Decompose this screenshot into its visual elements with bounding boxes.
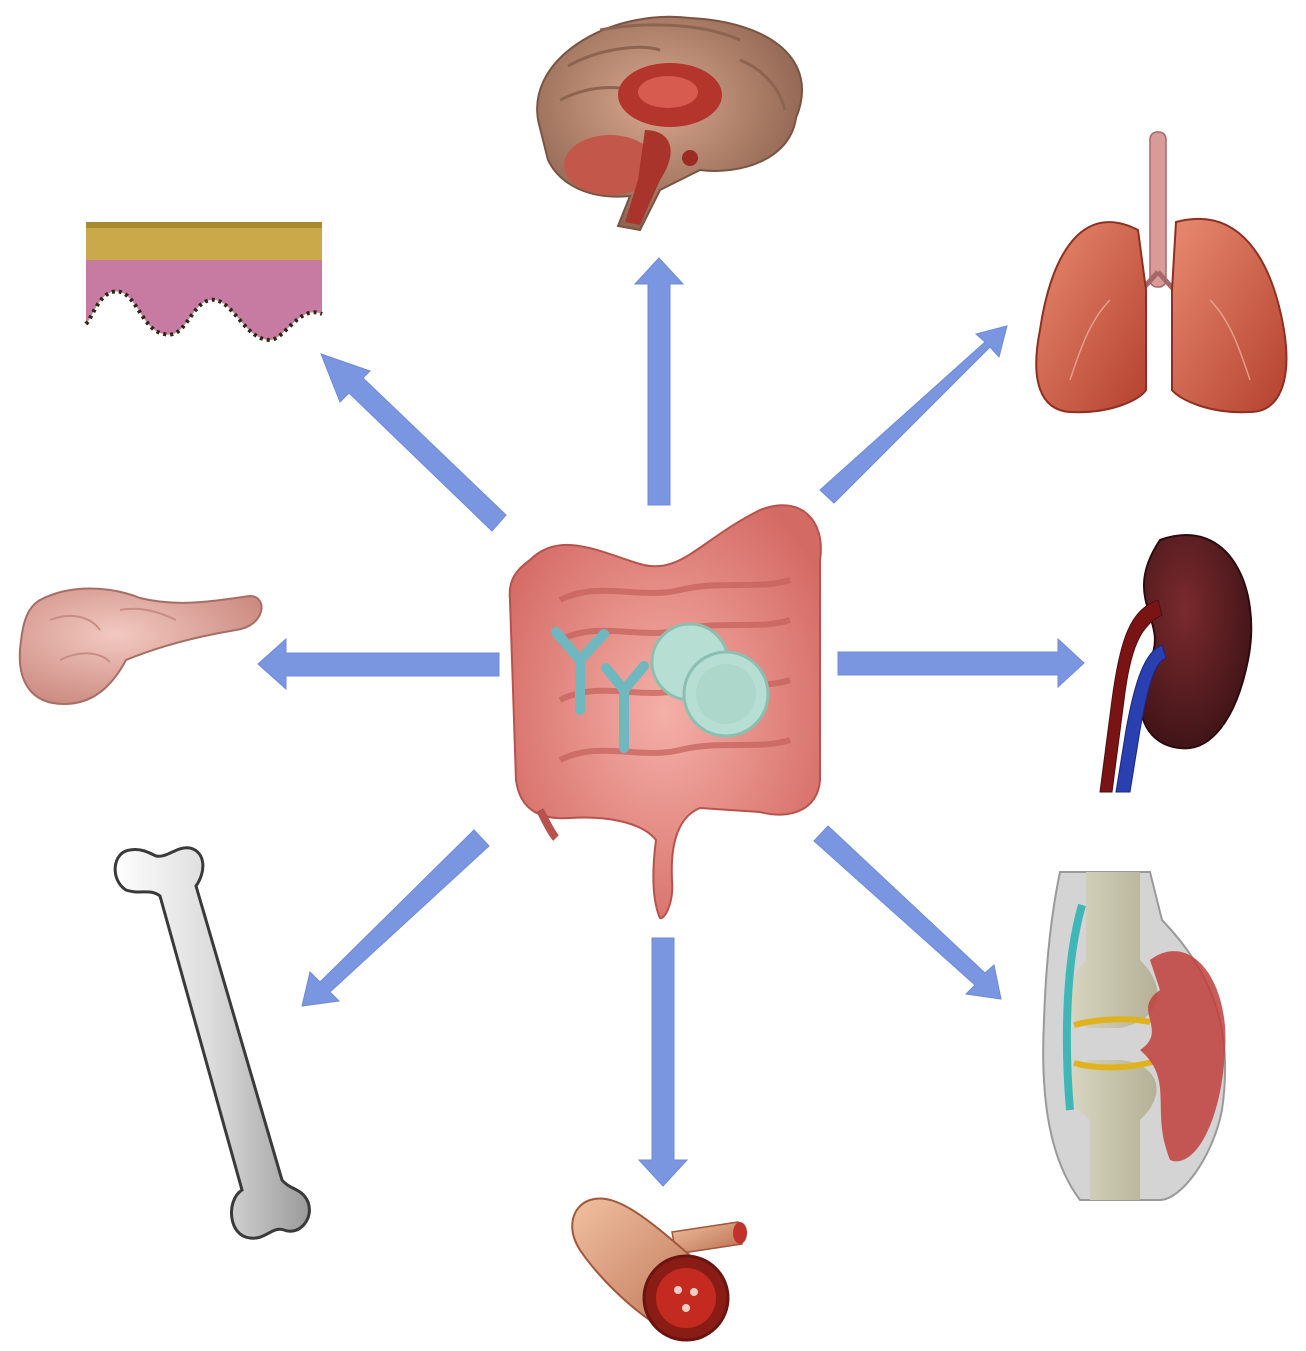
lung-icon xyxy=(1036,132,1286,412)
brain-icon xyxy=(537,17,802,230)
arrow-to-lung xyxy=(820,326,1007,503)
skin-icon xyxy=(86,222,322,340)
arrow-to-kidney xyxy=(838,639,1084,687)
bone-icon xyxy=(115,848,309,1238)
arrow-to-skin xyxy=(321,354,506,531)
arrow-to-brain xyxy=(635,258,683,505)
arrow-to-joint xyxy=(814,826,1001,999)
arrow-to-blood-vessel xyxy=(639,938,687,1186)
blood-vessel-icon xyxy=(572,1198,747,1340)
joint-icon xyxy=(1043,872,1225,1200)
kidney-icon xyxy=(1100,535,1251,792)
arrow-to-pancreas xyxy=(258,639,499,689)
arrow-to-bone xyxy=(302,830,489,1006)
intestine-icon xyxy=(510,505,821,918)
pancreas-icon xyxy=(20,589,262,705)
